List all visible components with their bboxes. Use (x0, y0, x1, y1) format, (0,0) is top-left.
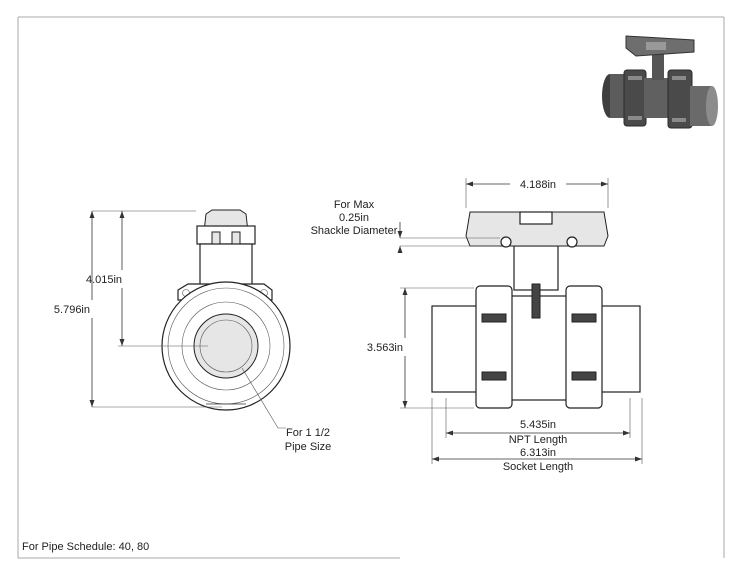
socket-length-value: 6.313in (520, 447, 556, 459)
shackle-note-line1: For Max (334, 199, 375, 211)
pipe-schedule-note: For Pipe Schedule: 40, 80 (22, 541, 149, 553)
pipe-size-note-line1: For 1 1/2 (286, 427, 330, 439)
overall-height-label: 5.796in (54, 304, 90, 316)
pipe-size-note-line2: Pipe Size (285, 441, 331, 453)
shackle-note-line3: Shackle Diameter (311, 225, 398, 237)
side-view (431, 211, 641, 409)
center-height-label: 4.015in (86, 274, 122, 286)
handle-width-label: 4.188in (520, 179, 556, 191)
valve-product-image (602, 35, 718, 129)
sheet-border (17, 16, 725, 559)
end-view (161, 209, 291, 411)
npt-length-label: NPT Length (509, 434, 568, 446)
shackle-note-line2: 0.25in (339, 212, 369, 224)
body-height-label: 3.563in (367, 342, 403, 354)
socket-length-label: Socket Length (503, 461, 573, 473)
npt-length-value: 5.435in (520, 419, 556, 431)
side-view-dimensions (397, 178, 643, 464)
end-view-dimensions (89, 210, 286, 429)
